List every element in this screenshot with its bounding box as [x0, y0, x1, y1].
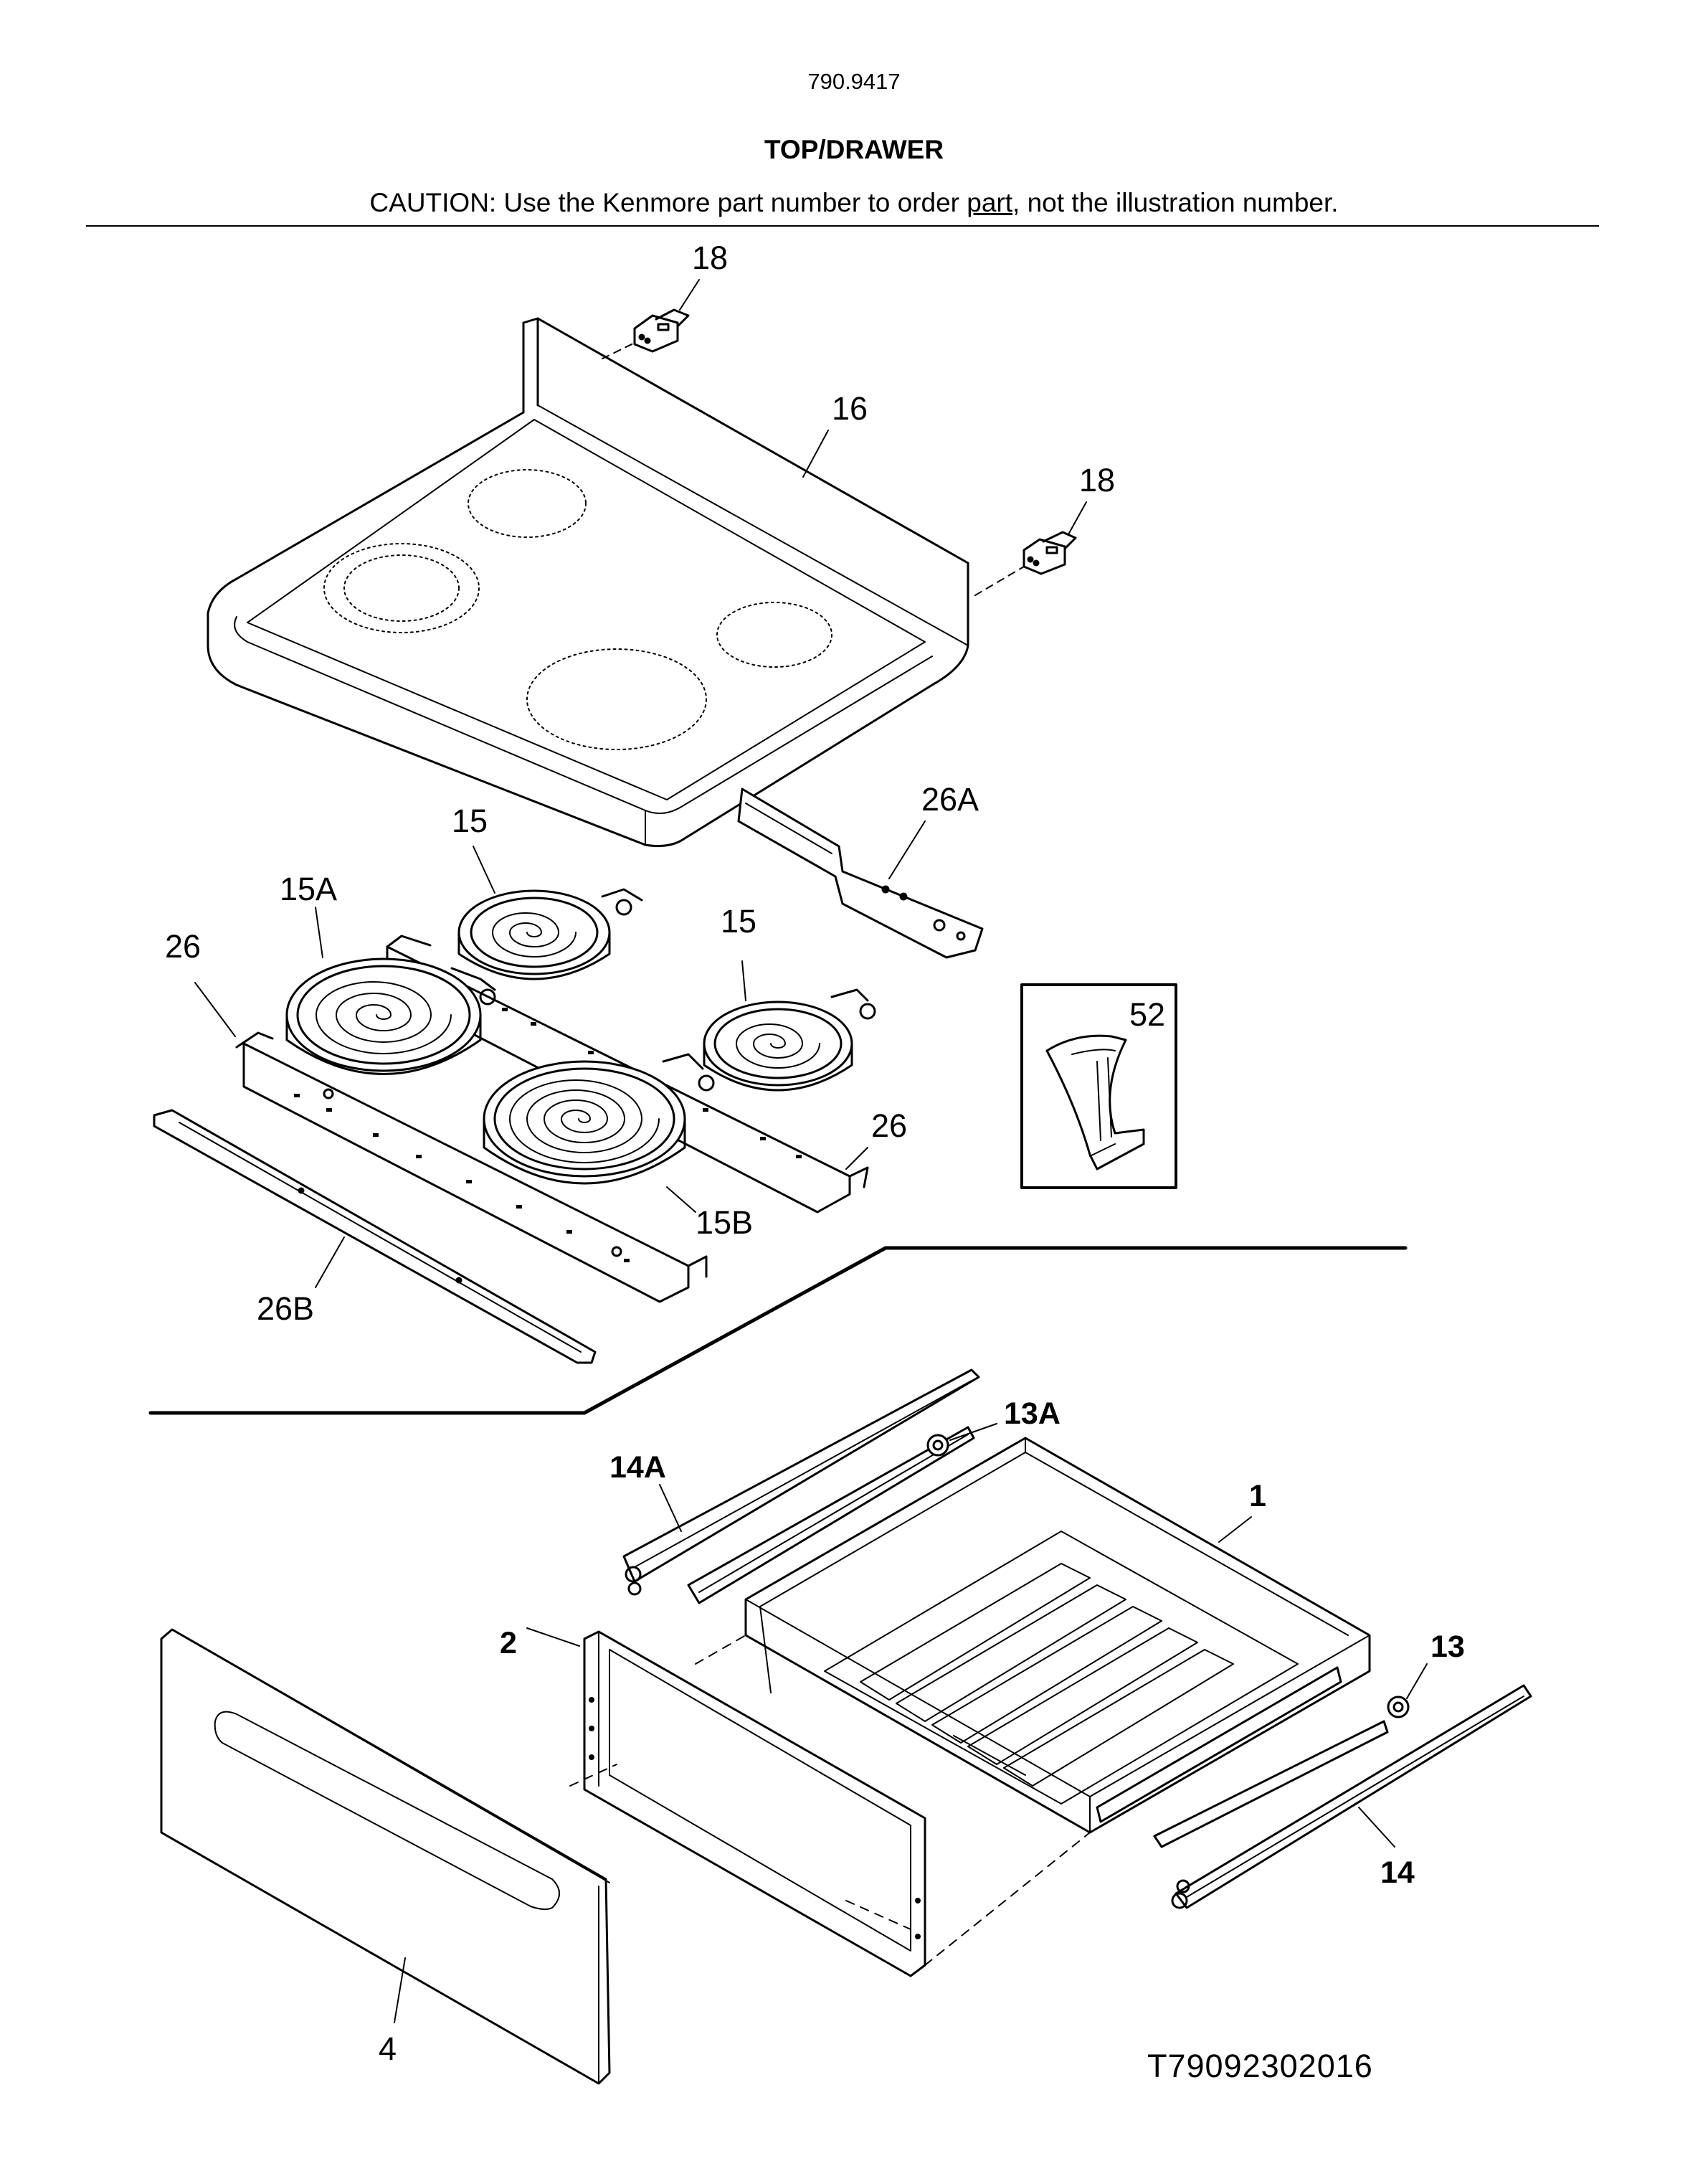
bracket-18-right[interactable] — [1023, 531, 1077, 575]
callout-15-right: 15 — [721, 903, 756, 940]
drawer-box[interactable] — [744, 1437, 1371, 1834]
callout-18-top: 18 — [692, 240, 728, 276]
header-divider — [86, 225, 1599, 227]
illustration-reference: T79092302016 — [1147, 2048, 1373, 2084]
page-title: TOP/DRAWER — [764, 135, 944, 164]
element-15B[interactable] — [483, 1053, 715, 1185]
roller-13[interactable] — [1387, 1696, 1410, 1718]
callout-15B: 15B — [696, 1204, 753, 1241]
element-15-right[interactable] — [703, 988, 876, 1092]
support-bracket-26-left[interactable] — [235, 1031, 708, 1303]
rail-26B[interactable] — [153, 1109, 597, 1364]
cooktop-glass-top[interactable] — [207, 317, 969, 847]
element-15-top[interactable] — [457, 888, 643, 980]
caution-note: CAUTION: Use the Kenmore part number to … — [0, 188, 1708, 218]
part-52-inset[interactable] — [1020, 983, 1177, 1189]
callout-26A: 26A — [921, 781, 979, 818]
drawer-front-panel[interactable] — [160, 1628, 611, 2085]
drawer-front-frame[interactable] — [583, 1630, 926, 1977]
callout-14A: 14A — [609, 1450, 666, 1485]
callout-18-right: 18 — [1079, 462, 1115, 498]
caution-link-part[interactable]: part — [967, 188, 1013, 217]
wire-harness-26A[interactable] — [737, 788, 984, 959]
model-number: 790.9417 — [807, 69, 901, 94]
bracket-18-top[interactable] — [633, 308, 690, 353]
caution-text-end: , not the illustration number. — [1012, 188, 1339, 217]
roller-13A[interactable] — [926, 1434, 949, 1457]
callout-13A: 13A — [1004, 1396, 1061, 1431]
callout-26B: 26B — [257, 1290, 314, 1327]
callout-52: 52 — [1129, 996, 1165, 1033]
drawer-slide-14A[interactable] — [622, 1368, 980, 1604]
caution-text-start: CAUTION: Use the Kenmore part number to … — [369, 188, 967, 217]
callout-13: 13 — [1431, 1630, 1465, 1664]
element-15A[interactable] — [285, 957, 496, 1075]
callout-4: 4 — [379, 2030, 397, 2067]
callout-15-top: 15 — [452, 803, 488, 839]
drawer-slide-14[interactable] — [1153, 1684, 1532, 1909]
callout-1: 1 — [1249, 1479, 1266, 1513]
callout-16: 16 — [832, 390, 868, 427]
callout-14: 14 — [1380, 1855, 1415, 1890]
section-divider — [148, 1246, 1408, 1415]
callout-15A: 15A — [280, 871, 337, 907]
callout-26-right: 26 — [871, 1107, 907, 1144]
callout-2: 2 — [500, 1626, 517, 1660]
callout-26-left: 26 — [165, 928, 201, 965]
